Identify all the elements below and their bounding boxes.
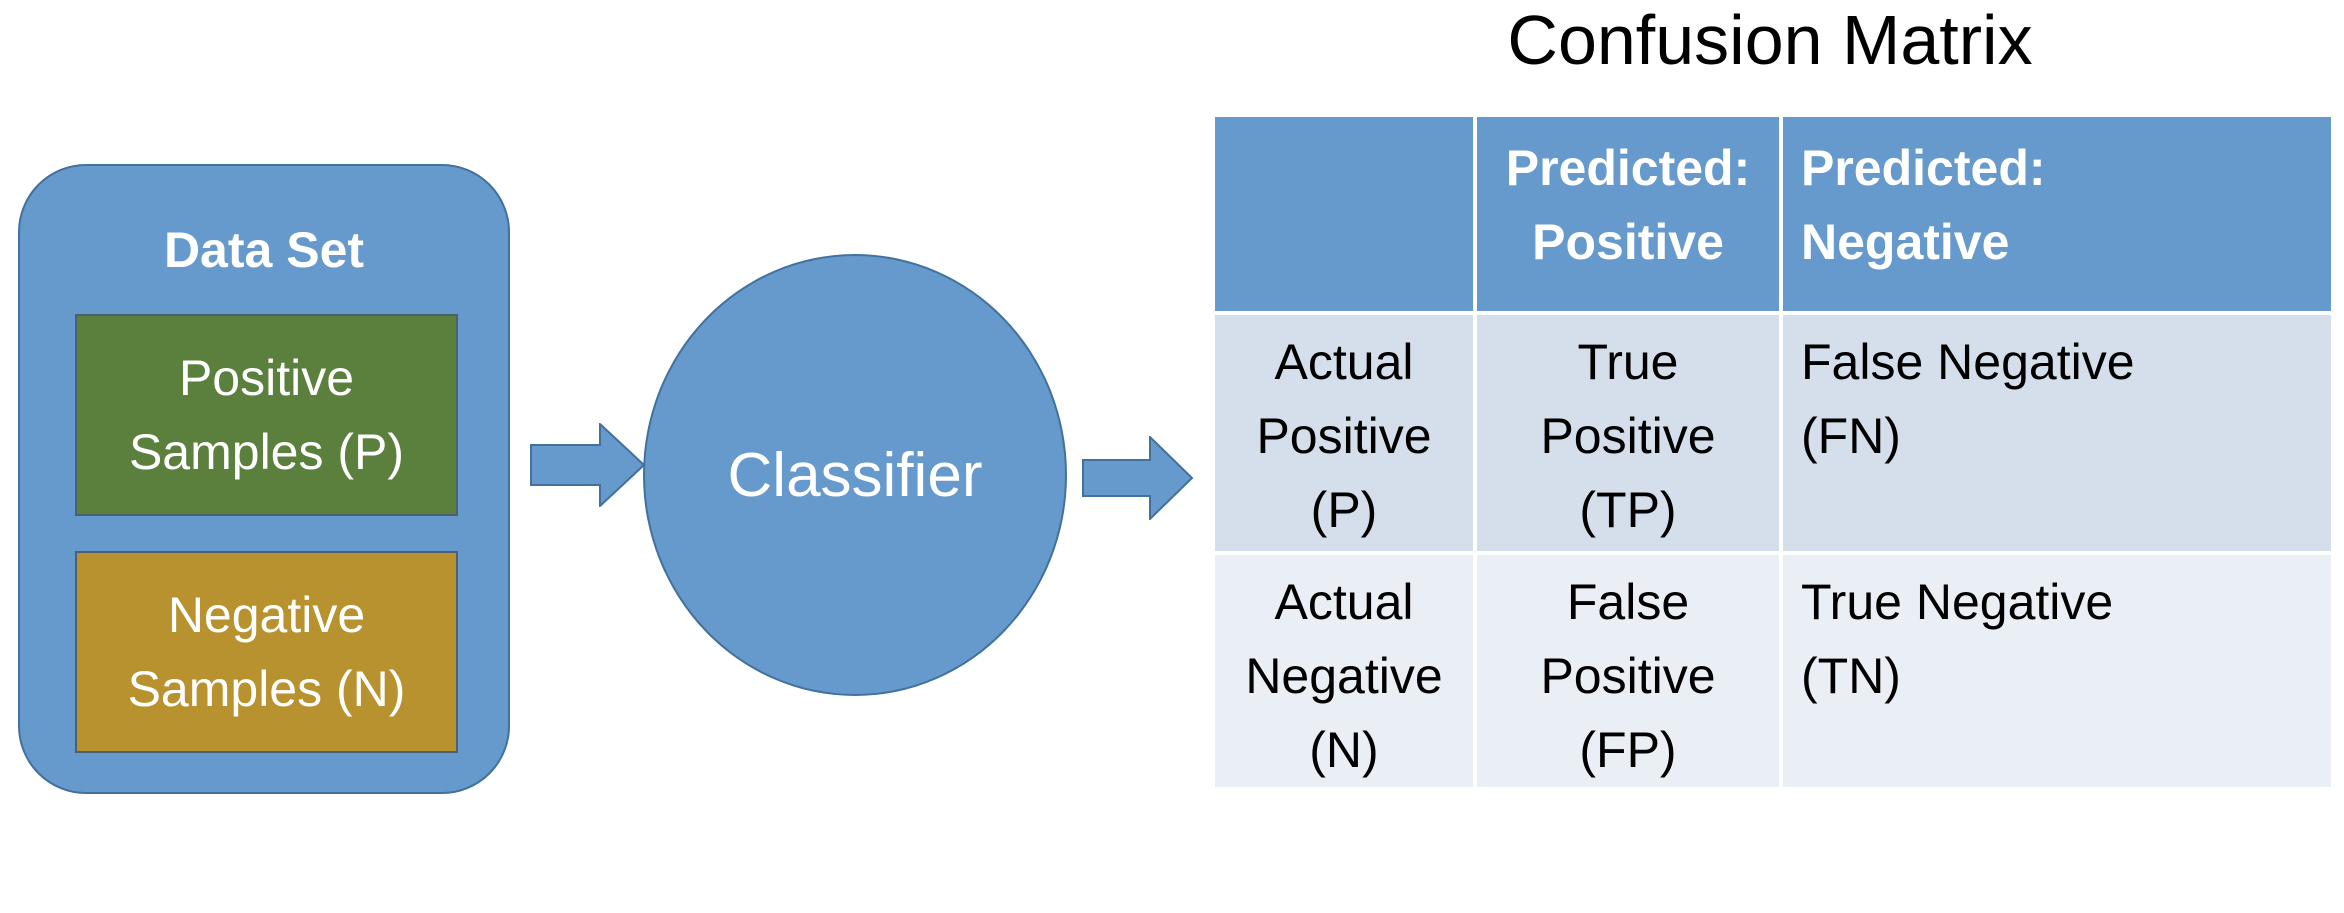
cell-line: False Negative [1801, 334, 2135, 390]
actual-negative-cell: Actual Negative (N) [1211, 551, 1477, 791]
cell-line: Negative [1245, 648, 1443, 704]
confusion-matrix-table: Predicted: Positive Predicted: Negative … [1211, 113, 2335, 791]
negative-samples-line-1: Negative [167, 587, 366, 643]
classifier-circle: Classifier [643, 254, 1067, 696]
cell-line: Actual [1274, 334, 1414, 390]
negative-samples-line-2: Samples (N) [127, 661, 406, 717]
header-cell-line: Positive [1532, 214, 1724, 270]
right-arrow-icon [1082, 436, 1194, 520]
cell-line: False [1566, 574, 1690, 630]
table-header-row: Predicted: Positive Predicted: Negative [1211, 113, 2335, 315]
header-empty-cell [1211, 113, 1477, 315]
header-predicted-positive: Predicted: Positive [1473, 113, 1783, 315]
table-row: Actual Negative (N) False Positive (FP) … [1211, 551, 2335, 791]
cell-line: (FN) [1801, 408, 1901, 464]
false-negative-cell: False Negative (FN) [1779, 311, 2335, 555]
true-positive-cell: True Positive (TP) [1473, 311, 1783, 555]
classifier-label: Classifier [727, 440, 983, 510]
cell-line: (TN) [1801, 648, 1901, 704]
header-predicted-negative: Predicted: Negative [1779, 113, 2335, 315]
false-positive-cell: False Positive (FP) [1473, 551, 1783, 791]
header-cell-line: Negative [1801, 214, 2010, 270]
negative-samples-box: Negative Samples (N) [75, 551, 458, 753]
cell-line: Positive [1540, 408, 1716, 464]
cell-line: True [1577, 334, 1679, 390]
header-cell-line: Predicted: [1505, 140, 1751, 196]
positive-samples-box: Positive Samples (P) [75, 314, 458, 516]
cell-line: Positive [1540, 648, 1716, 704]
table-row: Actual Positive (P) True Positive (TP) F… [1211, 311, 2335, 555]
cell-line: (P) [1310, 482, 1378, 538]
true-negative-cell: True Negative (TN) [1779, 551, 2335, 791]
cell-line: Positive [1256, 408, 1432, 464]
header-cell-line: Predicted: [1801, 140, 2046, 196]
cell-line: Actual [1274, 574, 1414, 630]
cell-line: (FP) [1579, 722, 1677, 778]
actual-positive-cell: Actual Positive (P) [1211, 311, 1477, 555]
positive-samples-line-1: Positive [178, 350, 355, 406]
dataset-box: Data Set Positive Samples (P) Negative S… [18, 164, 510, 794]
right-arrow-icon [530, 423, 646, 507]
cell-line: (N) [1309, 722, 1379, 778]
cell-line: True Negative [1801, 574, 2114, 630]
confusion-matrix-title: Confusion Matrix [1507, 1, 2033, 79]
cell-line: (TP) [1579, 482, 1677, 538]
positive-samples-line-2: Samples (P) [128, 424, 405, 480]
dataset-title: Data Set [163, 222, 365, 278]
